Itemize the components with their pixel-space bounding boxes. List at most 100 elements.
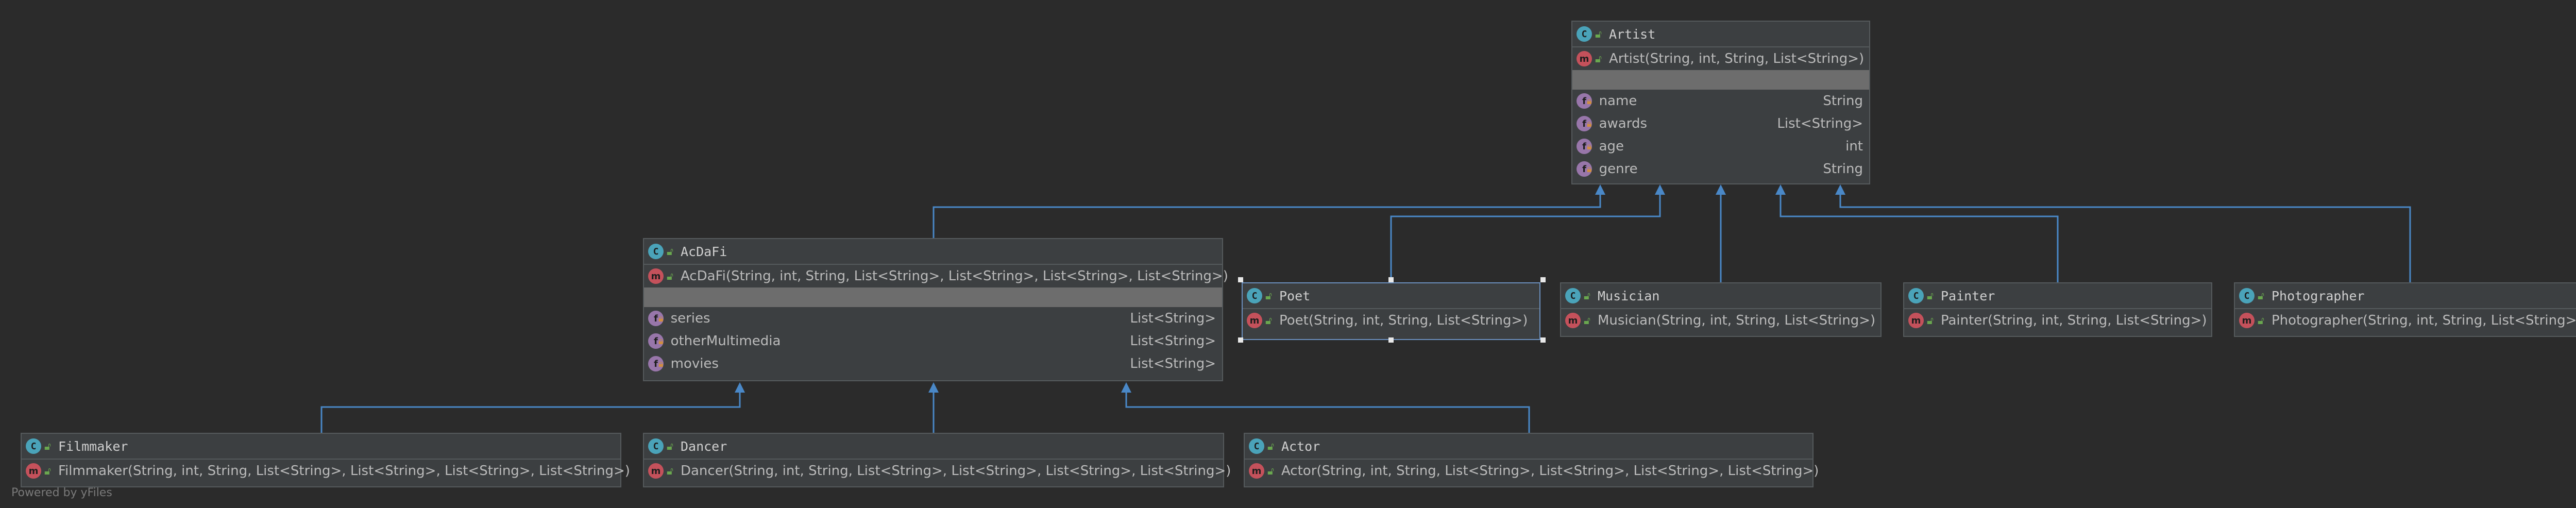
public-visibility-icon: 🔓︎ — [667, 465, 673, 477]
public-visibility-icon: 🔓︎ — [1265, 290, 1272, 302]
field-icon: f — [648, 311, 664, 326]
method-icon: m — [648, 463, 664, 479]
field-type: int — [1845, 139, 1863, 154]
constructor-row[interactable]: m 🔓︎ Painter(String, int, String, List<S… — [1904, 309, 2211, 332]
edge-painter-artist-arrowhead — [1775, 184, 1786, 195]
public-visibility-icon: 🔓︎ — [667, 440, 673, 452]
edge-photographer-artist — [1839, 192, 2411, 282]
class-header: C 🔓︎ Artist — [1572, 22, 1869, 47]
selection-handle[interactable] — [1238, 277, 1243, 282]
method-icon: m — [1249, 463, 1264, 479]
field-name: genre — [1599, 161, 1638, 177]
constructor-row[interactable]: m 🔓︎ Actor(String, int, String, List<Str… — [1245, 460, 1819, 482]
selection-handle[interactable] — [1238, 337, 1243, 343]
method-icon: m — [1565, 313, 1581, 328]
constructor-signature: Painter(String, int, String, List<String… — [1940, 313, 2207, 328]
constructor-row[interactable]: m 🔓︎ Filmmaker(String, int, String, List… — [22, 460, 630, 482]
public-visibility-icon: 🔓︎ — [1595, 28, 1602, 40]
field-type: String — [1823, 93, 1863, 109]
class-icon: C — [1908, 288, 1924, 303]
edge-musician-artist-arrowhead — [1716, 184, 1726, 195]
constructor-row[interactable]: m 🔓︎ Musician(String, int, String, List<… — [1561, 309, 1880, 332]
class-icon: C — [1249, 438, 1264, 454]
public-visibility-icon: 🔓︎ — [1265, 314, 1272, 327]
field-name: series — [670, 311, 710, 326]
field-name: movies — [670, 356, 719, 371]
field-row[interactable]: f 🔒︎ name String — [1572, 90, 1869, 112]
field-row[interactable]: f 🔒︎ movies List<String> — [644, 352, 1222, 375]
field-icon: f — [1577, 93, 1592, 109]
class-node-dancer[interactable]: C 🔓︎ Dancer m 🔓︎ Dancer(String, int, Str… — [643, 433, 1231, 487]
selection-handle[interactable] — [1388, 337, 1394, 343]
class-node-poet[interactable]: C 🔓︎ Poet m 🔓︎ Poet(String, int, String,… — [1242, 282, 1540, 340]
yfiles-watermark: Powered by yFiles — [11, 486, 112, 499]
public-visibility-icon: 🔓︎ — [667, 270, 673, 282]
field-row[interactable]: f 🔒︎ awards List<String> — [1572, 112, 1869, 135]
class-icon: C — [648, 438, 664, 454]
class-node-actor[interactable]: C 🔓︎ Actor m 🔓︎ Actor(String, int, Strin… — [1244, 433, 1819, 487]
edge-filmmaker-acdafi-arrowhead — [735, 382, 745, 393]
class-node-artist[interactable]: C 🔓︎ Artist m 🔓︎ Artist(String, int, Str… — [1571, 21, 1870, 184]
class-node-painter[interactable]: C 🔓︎ Painter m 🔓︎ Painter(String, int, S… — [1903, 282, 2212, 337]
class-node-photographer[interactable]: C 🔓︎ Photographer m 🔓︎ Photographer(Stri… — [2234, 282, 2576, 337]
selection-handle[interactable] — [1540, 277, 1546, 282]
field-row[interactable]: f 🔒︎ series List<String> — [644, 307, 1222, 330]
class-node-acdafi[interactable]: C 🔓︎ AcDaFi m 🔓︎ AcDaFi(String, int, Str… — [643, 238, 1228, 381]
field-name: age — [1599, 139, 1624, 154]
edge-actor-acdafi-arrowhead — [1121, 382, 1131, 393]
field-type: String — [1823, 161, 1863, 177]
class-header: C 🔓︎ AcDaFi — [644, 239, 1222, 265]
lock-icon: 🔒︎ — [658, 313, 664, 324]
field-row[interactable]: f 🔒︎ age int — [1572, 135, 1869, 158]
class-icon: C — [1565, 288, 1581, 303]
lock-icon: 🔒︎ — [658, 335, 664, 347]
constructor-row[interactable]: m 🔓︎ Poet(String, int, String, List<Stri… — [1243, 309, 1539, 332]
class-header: C 🔓︎ Photographer — [2235, 283, 2576, 309]
section-separator — [1572, 70, 1869, 90]
class-name: Poet — [1279, 288, 1311, 303]
selection-handle[interactable] — [1540, 337, 1546, 343]
edge-poet-artist — [1390, 192, 1661, 282]
public-visibility-icon: 🔓︎ — [667, 245, 673, 258]
public-visibility-icon: 🔓︎ — [44, 465, 51, 477]
constructor-row[interactable]: m 🔓︎ Photographer(String, int, String, L… — [2235, 309, 2576, 332]
public-visibility-icon: 🔓︎ — [1927, 290, 1934, 302]
edge-dancer-acdafi-arrowhead — [928, 382, 939, 393]
class-icon: C — [1577, 26, 1592, 42]
public-visibility-icon: 🔓︎ — [1584, 314, 1590, 327]
constructor-signature: Musician(String, int, String, List<Strin… — [1597, 313, 1876, 328]
field-row[interactable]: f 🔒︎ otherMultimedia List<String> — [644, 330, 1222, 352]
field-row[interactable]: f 🔒︎ genre String — [1572, 158, 1869, 180]
constructor-signature: Actor(String, int, String, List<String>,… — [1281, 463, 1819, 479]
lock-icon: 🔒︎ — [1587, 95, 1592, 107]
field-name: awards — [1599, 116, 1647, 131]
lock-icon: 🔒︎ — [1587, 141, 1592, 152]
field-type: List<String> — [1777, 116, 1863, 131]
field-icon: f — [1577, 161, 1592, 177]
class-header: C 🔓︎ Poet — [1243, 283, 1539, 309]
public-visibility-icon: 🔓︎ — [44, 440, 51, 452]
class-header: C 🔓︎ Dancer — [644, 434, 1223, 460]
class-name: Artist — [1608, 26, 1656, 42]
field-type: List<String> — [1130, 311, 1216, 326]
class-icon: C — [1247, 288, 1262, 303]
class-header: C 🔓︎ Actor — [1245, 434, 1812, 460]
field-icon: f — [648, 333, 664, 349]
class-icon: C — [2239, 288, 2255, 303]
selection-handle[interactable] — [1388, 277, 1394, 282]
edge-actor-acdafi — [1125, 390, 1530, 433]
class-name: Actor — [1281, 438, 1320, 454]
method-icon: m — [648, 268, 664, 284]
field-icon: f — [648, 356, 664, 371]
class-node-filmmaker[interactable]: C 🔓︎ Filmmaker m 🔓︎ Filmmaker(String, in… — [21, 433, 630, 487]
public-visibility-icon: 🔓︎ — [1595, 53, 1602, 65]
class-name: Musician — [1597, 288, 1660, 303]
class-node-musician[interactable]: C 🔓︎ Musician m 🔓︎ Musician(String, int,… — [1560, 282, 1882, 337]
constructor-row[interactable]: m 🔓︎ AcDaFi(String, int, String, List<St… — [644, 265, 1228, 287]
method-icon: m — [1247, 313, 1262, 328]
field-type: List<String> — [1130, 356, 1216, 371]
constructor-row[interactable]: m 🔓︎ Artist(String, int, String, List<St… — [1572, 47, 1869, 70]
field-name: name — [1599, 93, 1637, 109]
constructor-row[interactable]: m 🔓︎ Dancer(String, int, String, List<St… — [644, 460, 1231, 482]
